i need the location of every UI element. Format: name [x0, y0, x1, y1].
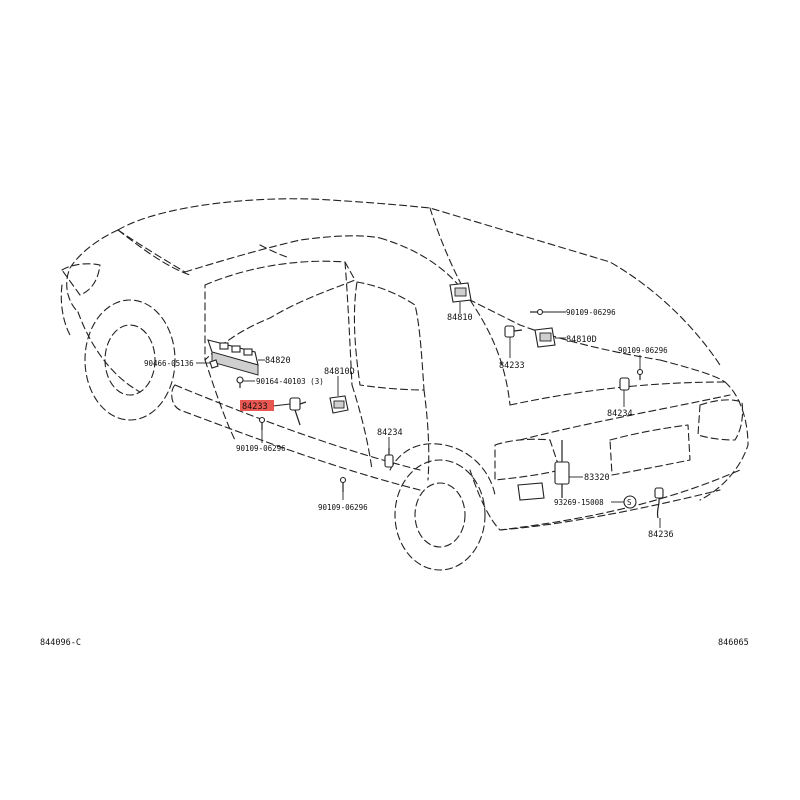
- screw-90109-top-right: [530, 308, 544, 316]
- label-84820: 84820: [265, 356, 291, 366]
- label-90109-06296-d: 90109-06296: [618, 346, 668, 355]
- part-84234-left: [384, 448, 394, 468]
- label-90164-40103: 90164-40103 (3): [256, 377, 324, 386]
- ref-number-right: 846065: [718, 638, 749, 648]
- part-84233-left: [289, 397, 307, 426]
- part-84810D-left: [329, 395, 349, 414]
- label-84233-highlighted: 84233: [242, 402, 268, 412]
- svg-text:S: S: [627, 498, 632, 507]
- label-84233-b: 84233: [499, 361, 525, 371]
- part-84810D-right: [534, 327, 556, 348]
- label-90109-06296-b: 90109-06296: [318, 503, 368, 512]
- screw-90164: [236, 376, 244, 388]
- label-90466-05136: 90466-05136: [144, 359, 194, 368]
- part-84236: [654, 487, 664, 519]
- label-84810: 84810: [447, 313, 473, 323]
- label-83320: 83320: [584, 473, 610, 483]
- part-84233-right: [504, 325, 523, 338]
- label-90109-06296-c: 90109-06296: [566, 308, 616, 317]
- screw-90109-right-mid: [636, 368, 644, 380]
- car-outline: [60, 198, 749, 571]
- label-84810D-b: 84810D: [566, 335, 597, 345]
- label-90109-06296-a: 90109-06296: [236, 444, 286, 453]
- label-84234-b: 84234: [607, 409, 633, 419]
- parts-group: S: [207, 282, 664, 519]
- part-84810-top: [449, 282, 472, 303]
- ref-number-left: 844096-C: [40, 638, 81, 648]
- part-84234-right: [619, 377, 630, 391]
- clip-90466: [209, 359, 219, 369]
- leader-lines: [196, 302, 661, 528]
- label-84810D-a: 84810D: [324, 367, 355, 377]
- label-84234-a: 84234: [377, 428, 403, 438]
- part-84820: [207, 339, 259, 376]
- screw-90109-bottom: [339, 476, 347, 492]
- highlight-84233: [240, 400, 274, 411]
- callout-labels: 84820 90466-05136 90164-40103 (3) 84233 …: [144, 308, 674, 540]
- label-84236: 84236: [648, 530, 674, 540]
- screw-90109-left: [258, 416, 266, 430]
- grommet-93269: S: [623, 495, 637, 509]
- label-93269-15008: 93269-15008: [554, 498, 604, 507]
- part-83320-assembly: [517, 440, 570, 501]
